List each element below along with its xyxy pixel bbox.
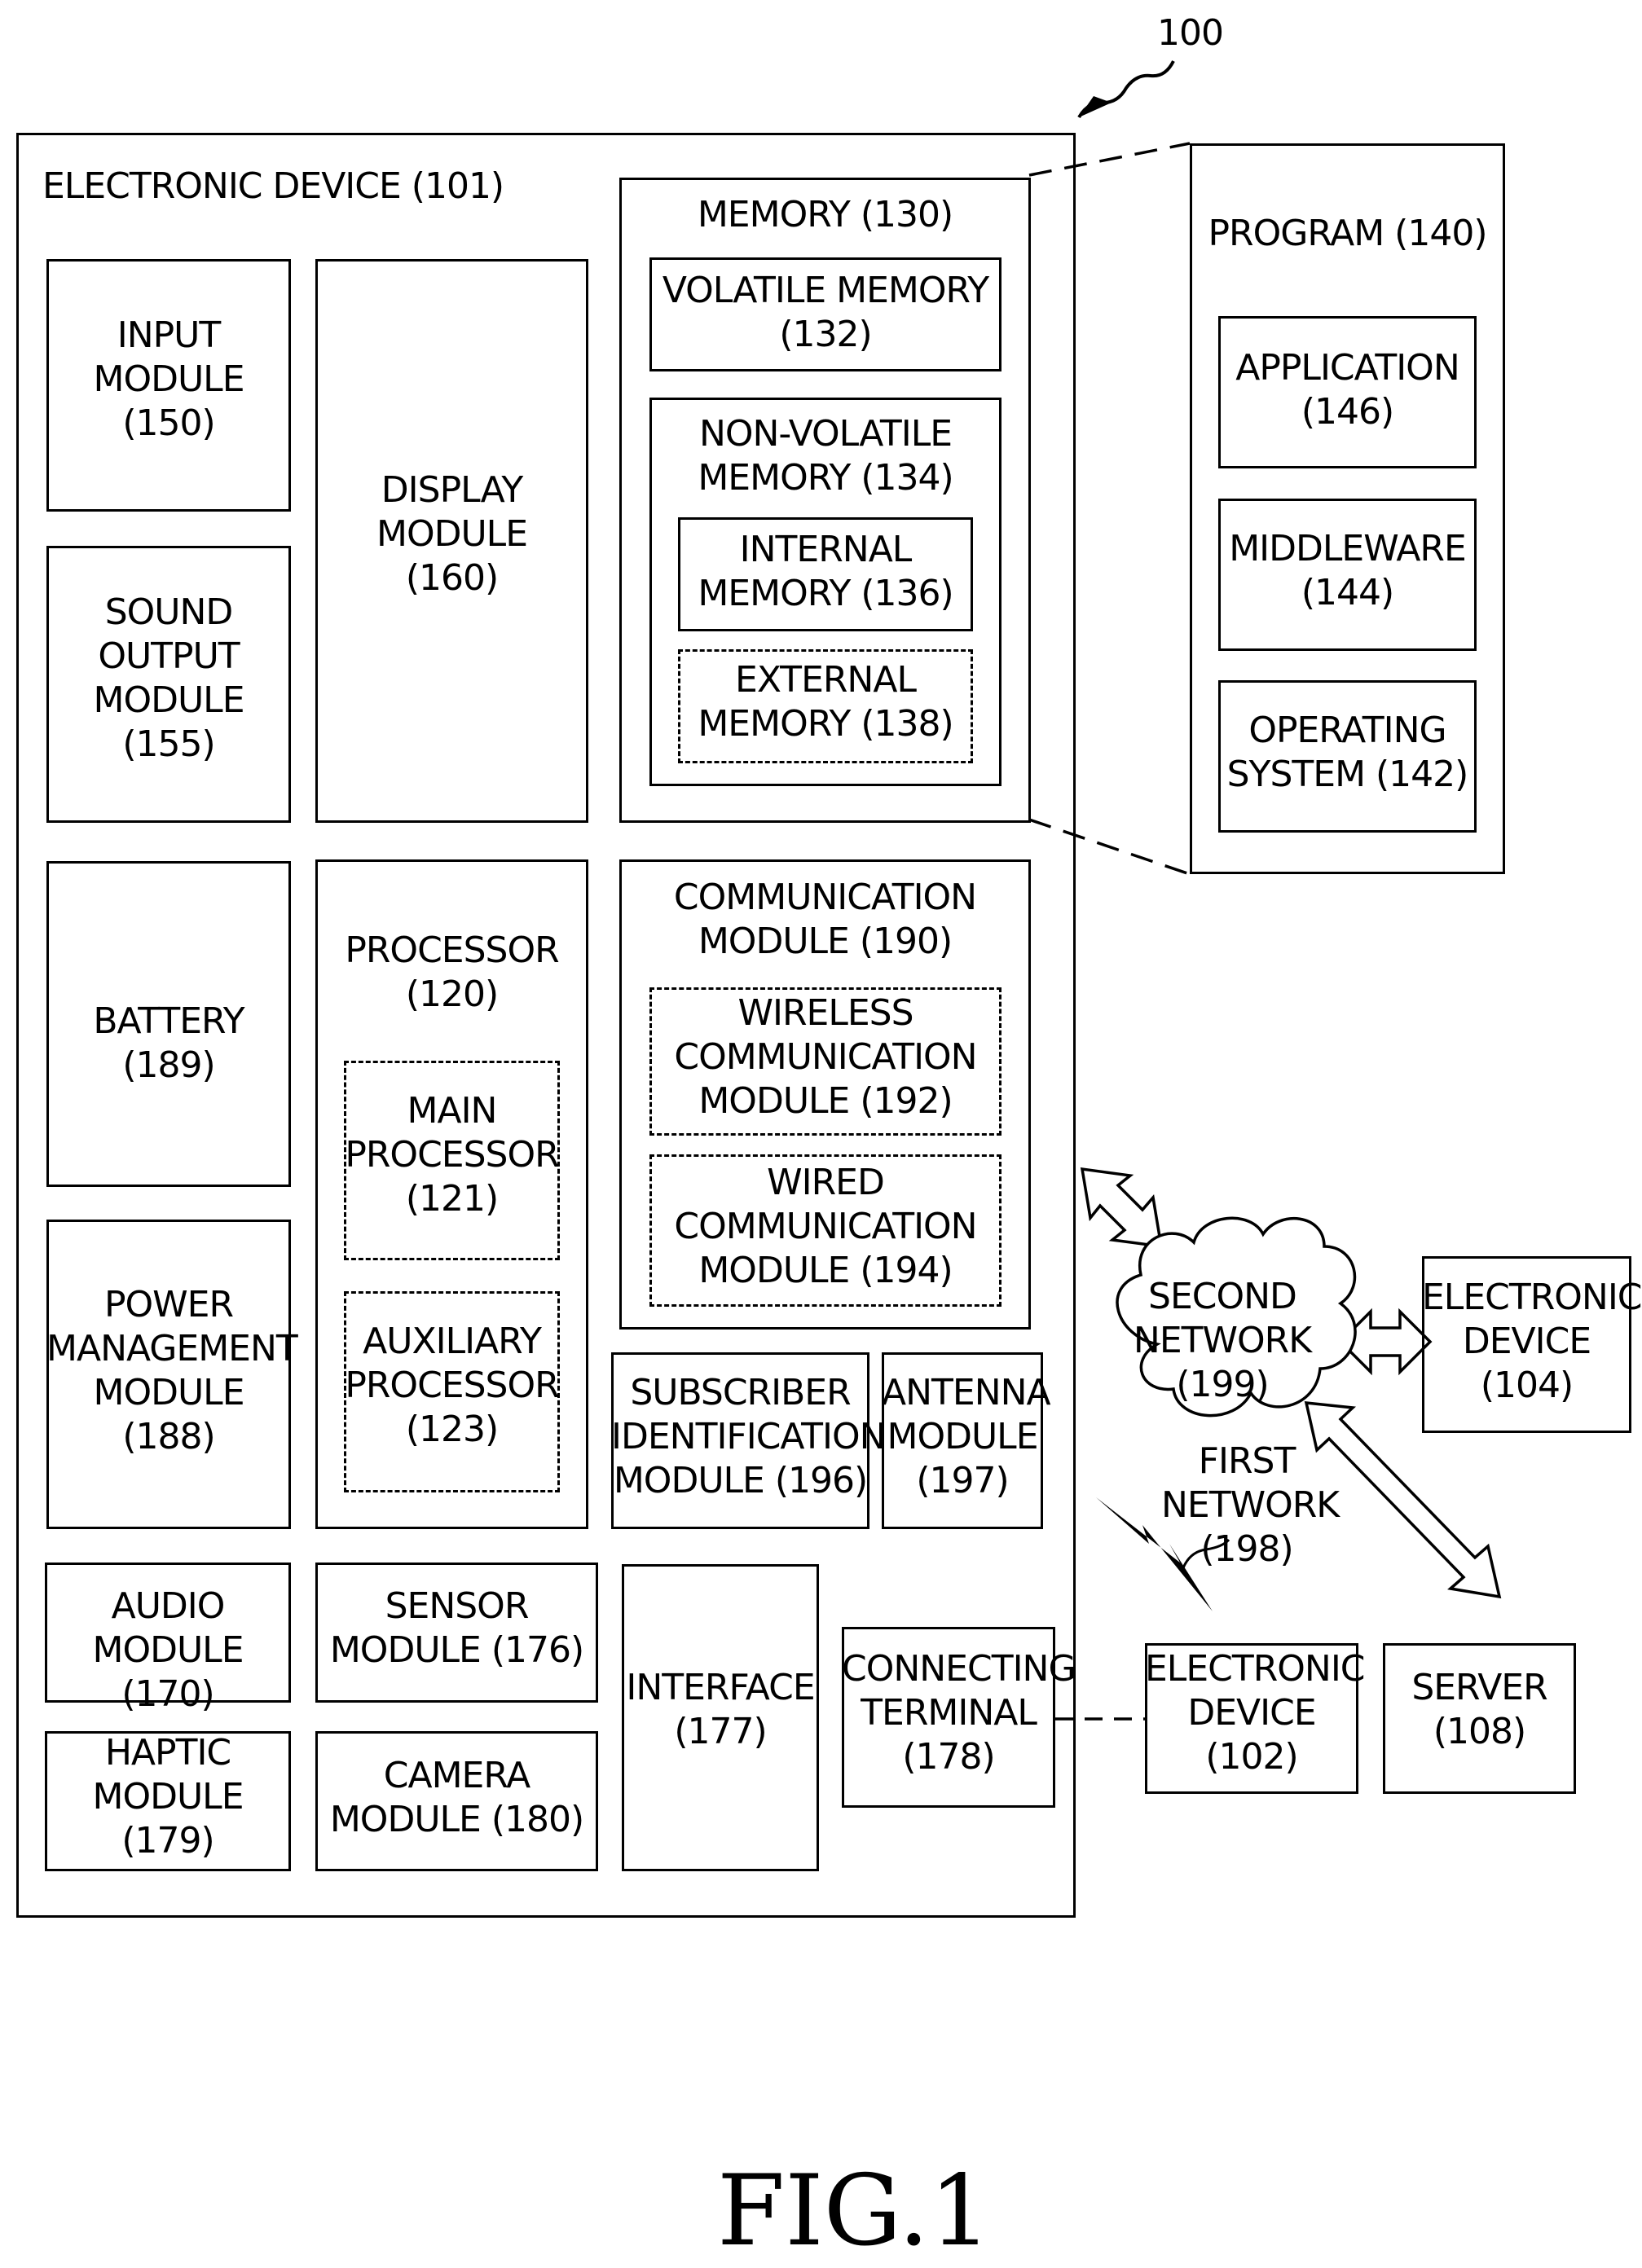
program-label: PROGRAM (140) [1190,212,1505,256]
reference-arrow-head [1079,96,1112,117]
power-management-module-label: POWER MANAGEMENT MODULE (188) [46,1283,291,1459]
connecting-terminal-label: CONNECTING TERMINAL (178) [842,1647,1055,1779]
main-processor-label: MAIN PROCESSOR (121) [344,1089,560,1221]
sound-output-module-label: SOUND OUTPUT MODULE (155) [46,591,291,767]
operating-system-label: OPERATING SYSTEM (142) [1218,709,1477,797]
server-label: SERVER (108) [1383,1666,1576,1754]
camera-module-label: CAMERA MODULE (180) [315,1754,598,1842]
figure-caption: FIG.1 [717,2155,992,2268]
electronic-device-101-label: ELECTRONIC DEVICE (101) [42,165,504,209]
audio-module-label: AUDIO MODULE (170) [45,1585,291,1716]
figure-reference-number: 100 [1157,11,1239,55]
interface-label: INTERFACE (177) [622,1666,819,1754]
subscriber-identification-module-label: SUBSCRIBER IDENTIFICATION MODULE (196) [611,1371,869,1503]
volatile-memory-label: VOLATILE MEMORY (132) [649,269,1001,357]
comm-network-double-arrow [1082,1169,1161,1246]
external-memory-label: EXTERNAL MEMORY (138) [678,658,973,746]
antenna-module-label: ANTENNA MODULE (197) [882,1371,1043,1503]
haptic-module-label: HAPTIC MODULE (179) [45,1731,291,1863]
display-module-label: DISPLAY MODULE (160) [315,468,588,600]
non-volatile-memory-label: NON-VOLATILE MEMORY (134) [649,412,1001,500]
electronic-device-104-label: ELECTRONIC DEVICE (104) [1422,1276,1631,1408]
internal-memory-label: INTERNAL MEMORY (136) [678,528,973,616]
input-module-label: INPUT MODULE (150) [46,314,291,446]
middleware-label: MIDDLEWARE (144) [1218,527,1477,615]
communication-module-label: COMMUNICATION MODULE (190) [619,876,1031,964]
auxiliary-processor-label: AUXILIARY PROCESSOR (123) [344,1320,560,1452]
memory-label: MEMORY (130) [619,193,1031,237]
wireless-communication-module-label: WIRELESS COMMUNICATION MODULE (192) [649,991,1001,1123]
electronic-device-102-label: ELECTRONIC DEVICE (102) [1145,1647,1358,1779]
sensor-module-label: SENSOR MODULE (176) [315,1585,598,1672]
wired-communication-module-label: WIRED COMMUNICATION MODULE (194) [649,1161,1001,1293]
first-network-label: FIRST NETWORK (198) [1161,1439,1332,1571]
processor-label: PROCESSOR (120) [315,929,588,1017]
second-network-label: SECOND NETWORK (199) [1133,1275,1312,1407]
battery-label: BATTERY (189) [46,1000,291,1088]
application-label: APPLICATION (146) [1218,346,1477,434]
